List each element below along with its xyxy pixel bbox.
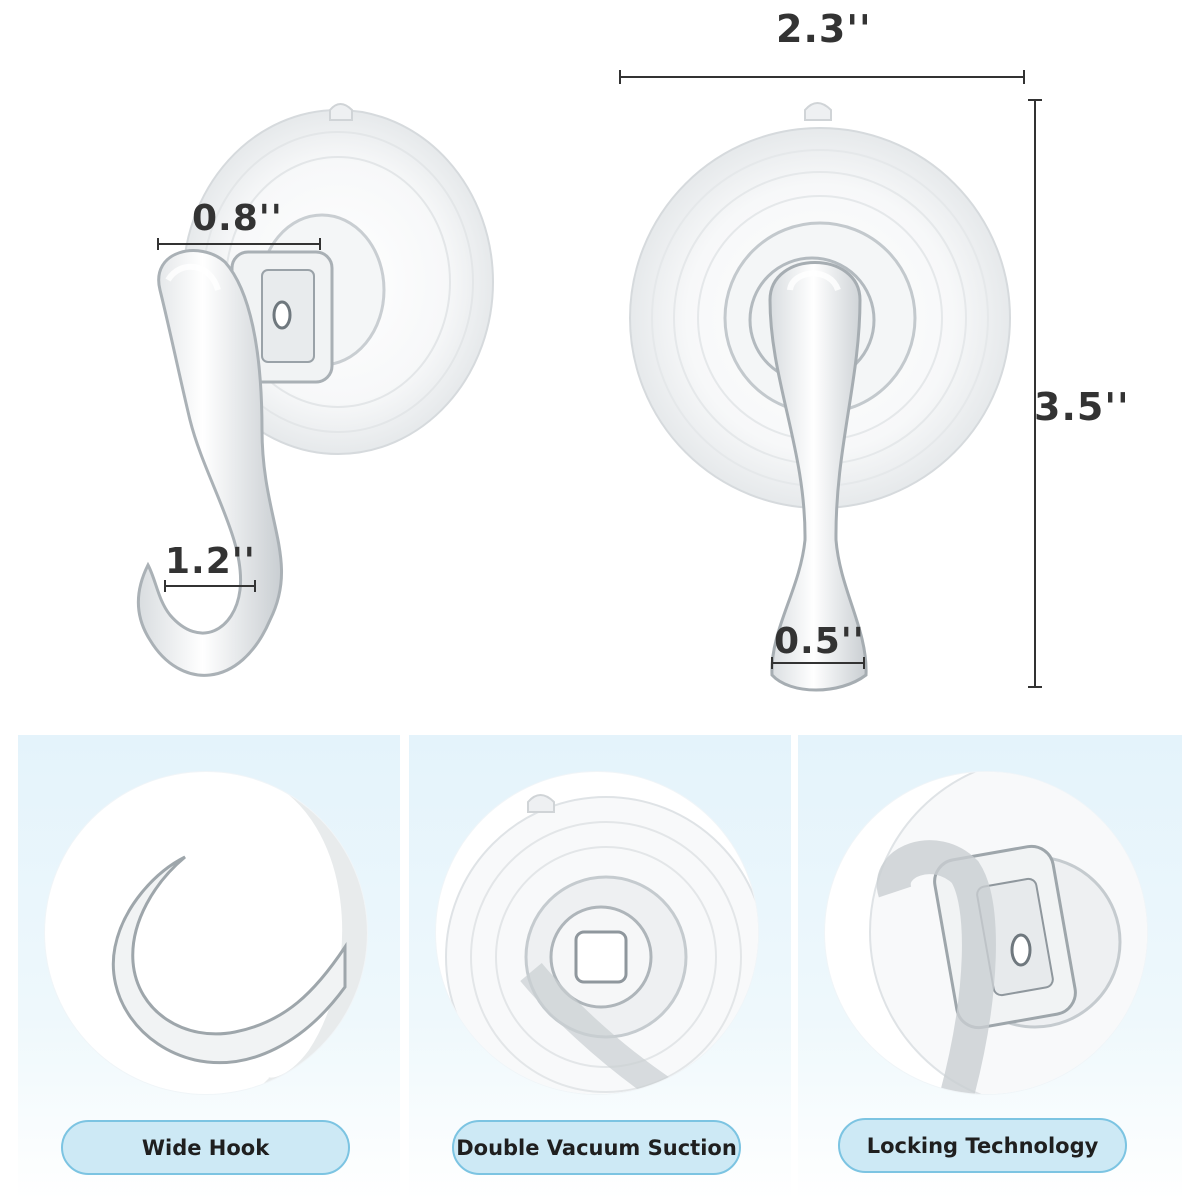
- width-dimension-label: 2.3'': [776, 7, 872, 51]
- height-dimension-label: 3.5'': [1034, 385, 1130, 429]
- feature-label-locking-technology: Locking Technology: [838, 1118, 1127, 1173]
- feature-panel-double-vacuum-suction: Double Vacuum Suction: [409, 735, 791, 1200]
- hook-opening-dimension-label: 1.2'': [165, 541, 256, 582]
- tip-dimension-label: 0.5'': [774, 621, 865, 662]
- feature-label-double-vacuum-suction: Double Vacuum Suction: [452, 1120, 741, 1175]
- front-view-hook-icon: [629, 102, 1011, 692]
- suction-cup-icon: [436, 772, 758, 1094]
- product-dimension-diagram: 2.3'' 3.5'' 0.8'' 1.2'' 0.5'': [137, 7, 1130, 692]
- dimension-lines: [157, 70, 1042, 688]
- feature-panel-wide-hook: Wide Hook: [18, 735, 400, 1200]
- lock-mechanism-icon: [825, 772, 1147, 1094]
- feature-panel-locking-technology: Locking Technology: [798, 735, 1182, 1200]
- neck-dimension-label: 0.8'': [192, 198, 283, 239]
- side-view-hook-icon: [137, 103, 494, 677]
- hook-closeup-icon: [45, 772, 367, 1094]
- feature-label-wide-hook: Wide Hook: [61, 1120, 350, 1175]
